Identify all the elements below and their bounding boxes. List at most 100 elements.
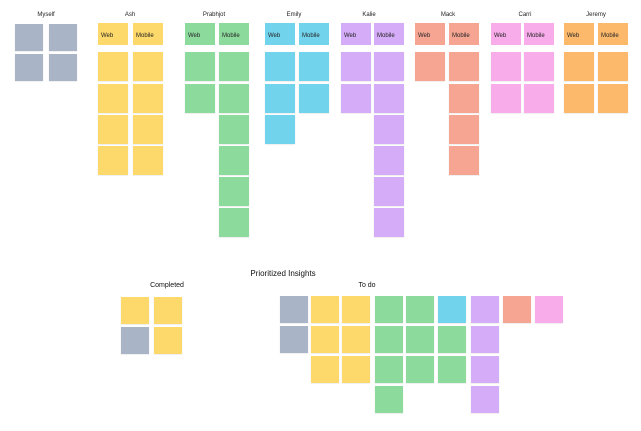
- sticky-note[interactable]: [219, 177, 249, 206]
- sticky-note[interactable]: [471, 326, 499, 353]
- header-note-carri-web[interactable]: Web: [491, 23, 521, 45]
- sticky-note[interactable]: [15, 24, 43, 51]
- header-note-kalie-web[interactable]: Web: [341, 23, 371, 45]
- sticky-note[interactable]: [415, 52, 445, 81]
- header-note-carri-mobile[interactable]: Mobile: [524, 23, 554, 45]
- sticky-note[interactable]: [374, 146, 404, 175]
- sticky-note[interactable]: [342, 296, 370, 323]
- sticky-note[interactable]: [299, 84, 329, 113]
- column-title-kalie: Kalie: [362, 12, 376, 18]
- sticky-note[interactable]: [219, 115, 249, 144]
- header-note-prabhjot-mobile[interactable]: Mobile: [219, 23, 249, 45]
- sticky-note[interactable]: [598, 52, 628, 81]
- sticky-note[interactable]: [374, 115, 404, 144]
- sticky-note[interactable]: [311, 326, 339, 353]
- sticky-note[interactable]: [471, 386, 499, 413]
- sticky-note[interactable]: [219, 84, 249, 113]
- sticky-note[interactable]: [185, 84, 215, 113]
- sticky-note[interactable]: [449, 52, 479, 81]
- sticky-note[interactable]: [133, 52, 163, 81]
- sticky-note[interactable]: [311, 296, 339, 323]
- sticky-note[interactable]: [471, 296, 499, 323]
- header-note-emily-web[interactable]: Web: [265, 23, 295, 45]
- sticky-note[interactable]: [503, 296, 531, 323]
- sticky-note[interactable]: [449, 115, 479, 144]
- sticky-note[interactable]: [374, 177, 404, 206]
- sticky-note[interactable]: [524, 52, 554, 81]
- sticky-note[interactable]: [374, 52, 404, 81]
- sticky-note[interactable]: [185, 52, 215, 81]
- sticky-note[interactable]: [49, 24, 77, 51]
- sticky-note[interactable]: [491, 52, 521, 81]
- header-note-mack-web[interactable]: Web: [415, 23, 445, 45]
- sticky-note[interactable]: [375, 326, 403, 353]
- sticky-note[interactable]: [121, 327, 149, 354]
- header-note-ash-mobile[interactable]: Mobile: [133, 23, 163, 45]
- sticky-note[interactable]: [133, 146, 163, 175]
- sticky-note[interactable]: [299, 52, 329, 81]
- header-label: Mobile: [222, 33, 240, 39]
- header-note-jeremy-web[interactable]: Web: [564, 23, 594, 45]
- sticky-note[interactable]: [406, 356, 434, 383]
- header-label: Mobile: [527, 33, 545, 39]
- sticky-note[interactable]: [449, 146, 479, 175]
- header-note-prabhjot-web[interactable]: Web: [185, 23, 215, 45]
- header-note-kalie-mobile[interactable]: Mobile: [374, 23, 404, 45]
- sticky-note[interactable]: [341, 52, 371, 81]
- sticky-note[interactable]: [406, 296, 434, 323]
- header-label: Web: [188, 33, 201, 39]
- header-note-emily-mobile[interactable]: Mobile: [299, 23, 329, 45]
- sticky-note[interactable]: [121, 297, 149, 324]
- sticky-note[interactable]: [374, 84, 404, 113]
- sticky-note[interactable]: [265, 84, 295, 113]
- header-note-ash-web[interactable]: Web: [98, 23, 128, 45]
- sticky-note[interactable]: [342, 326, 370, 353]
- sticky-note[interactable]: [449, 84, 479, 113]
- header-label: Mobile: [136, 33, 154, 39]
- sticky-note[interactable]: [154, 327, 182, 354]
- sticky-note[interactable]: [265, 115, 295, 144]
- sticky-note[interactable]: [219, 52, 249, 81]
- sticky-note[interactable]: [342, 356, 370, 383]
- column-title-prabhjot: Prabhjot: [202, 12, 226, 18]
- sticky-note[interactable]: [341, 84, 371, 113]
- sticky-note[interactable]: [491, 84, 521, 113]
- sticky-note[interactable]: [375, 296, 403, 323]
- sticky-note[interactable]: [265, 52, 295, 81]
- sticky-note[interactable]: [438, 326, 466, 353]
- sticky-note[interactable]: [98, 115, 128, 144]
- sticky-note[interactable]: [375, 386, 403, 413]
- sticky-note[interactable]: [15, 54, 43, 81]
- sticky-note[interactable]: [49, 54, 77, 81]
- header-label: Web: [494, 33, 507, 39]
- header-label: Mobile: [601, 33, 619, 39]
- sticky-note[interactable]: [524, 84, 554, 113]
- sticky-note[interactable]: [471, 356, 499, 383]
- sticky-note[interactable]: [374, 208, 404, 237]
- header-note-mack-mobile[interactable]: Mobile: [449, 23, 479, 45]
- sticky-note[interactable]: [280, 326, 308, 353]
- sticky-note[interactable]: [311, 356, 339, 383]
- sticky-note[interactable]: [219, 208, 249, 237]
- sticky-note[interactable]: [438, 356, 466, 383]
- sticky-note[interactable]: [98, 84, 128, 113]
- sticky-note[interactable]: [133, 84, 163, 113]
- sticky-note[interactable]: [98, 52, 128, 81]
- header-label: Web: [418, 33, 431, 39]
- sticky-note[interactable]: [406, 326, 434, 353]
- sticky-note[interactable]: [154, 297, 182, 324]
- sticky-note[interactable]: [564, 52, 594, 81]
- header-label: Mobile: [452, 33, 470, 39]
- sticky-note[interactable]: [598, 84, 628, 113]
- sticky-note[interactable]: [535, 296, 563, 323]
- header-note-jeremy-mobile[interactable]: Mobile: [598, 23, 628, 45]
- sticky-note[interactable]: [133, 115, 163, 144]
- column-title-mack: Mack: [440, 12, 456, 18]
- sticky-note[interactable]: [280, 296, 308, 323]
- sticky-note[interactable]: [438, 296, 466, 323]
- sticky-note[interactable]: [219, 146, 249, 175]
- sticky-note[interactable]: [98, 146, 128, 175]
- sticky-note[interactable]: [375, 356, 403, 383]
- sticky-note[interactable]: [564, 84, 594, 113]
